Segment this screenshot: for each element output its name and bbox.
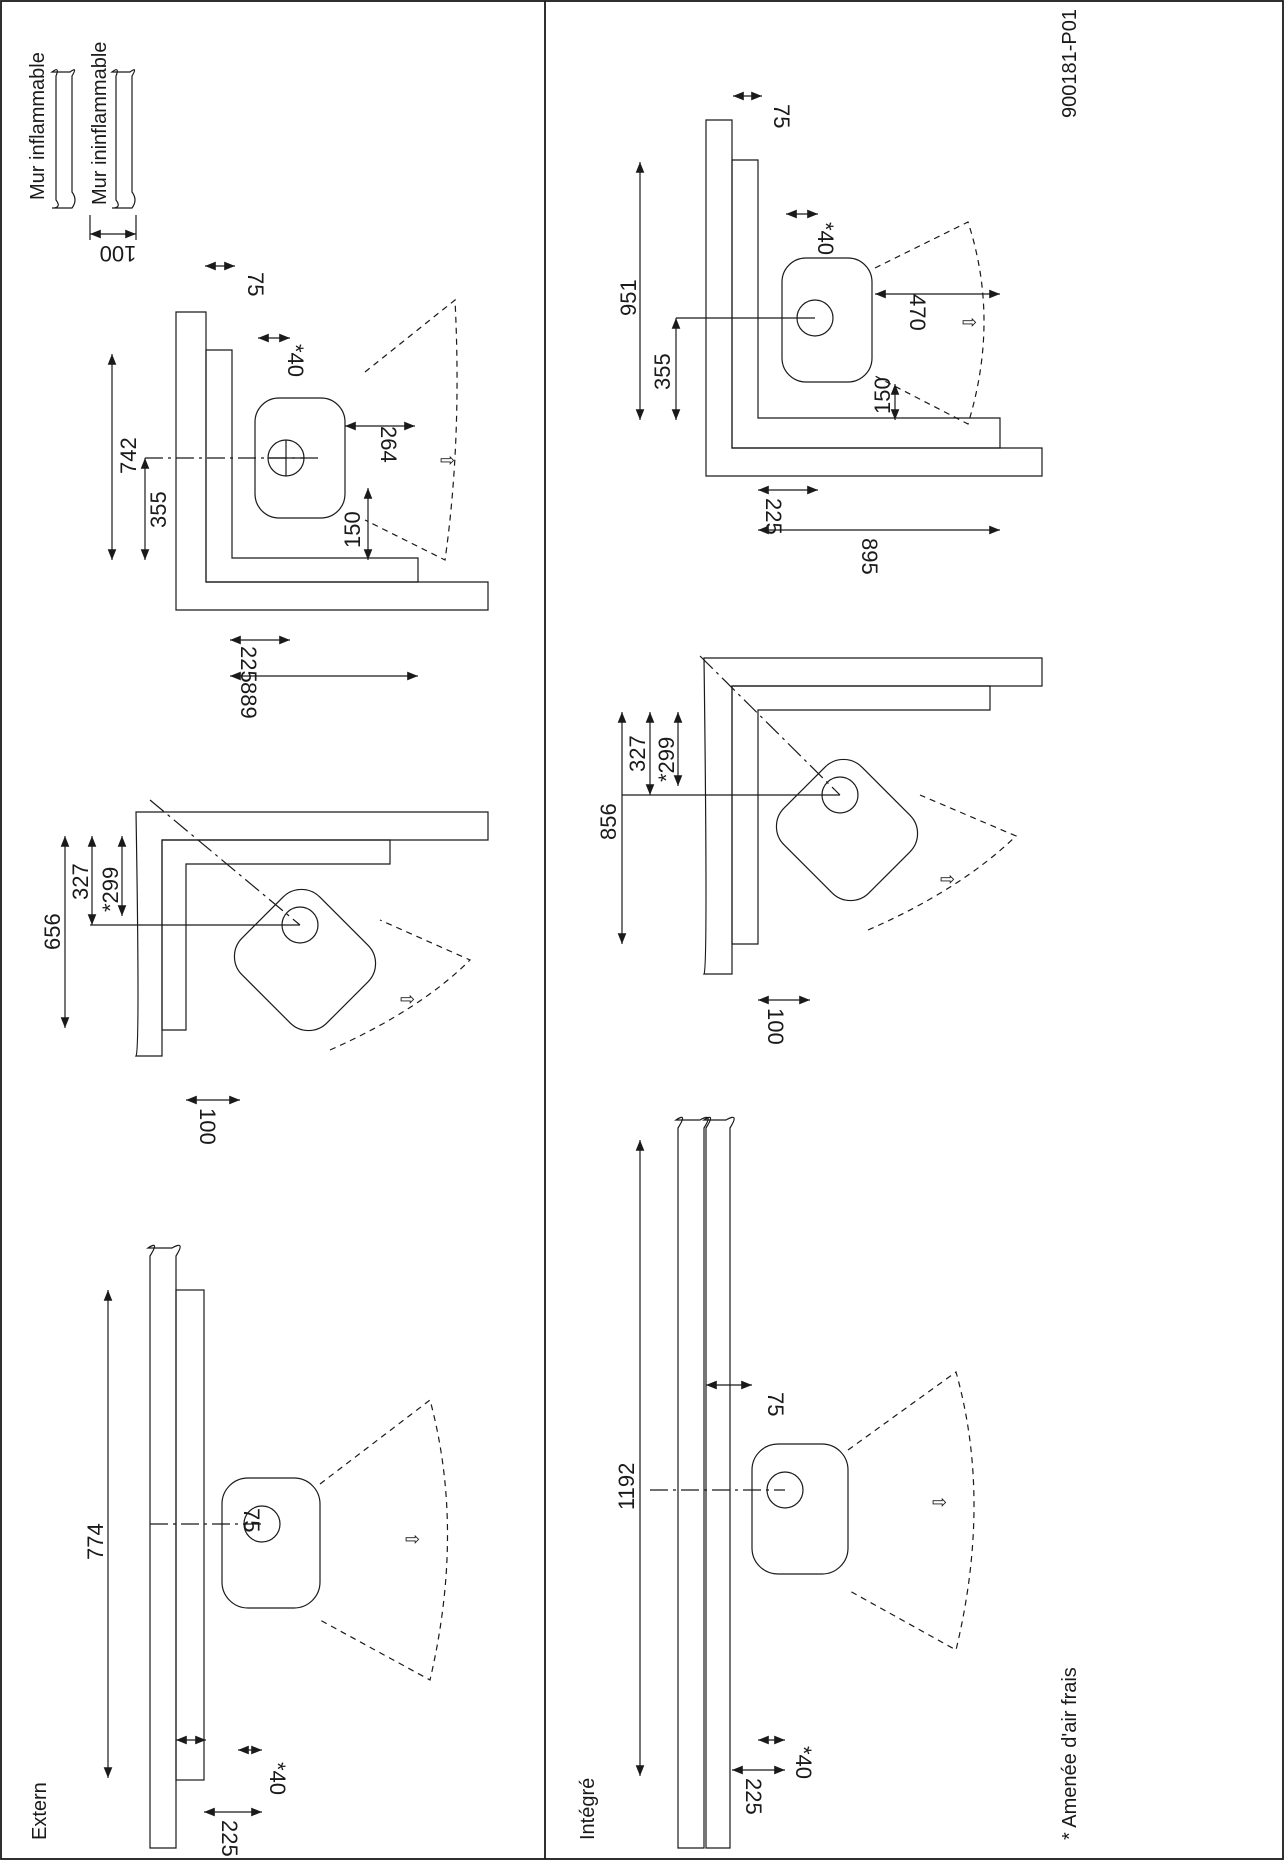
integre-corner-dim-355: 355 <box>650 353 675 390</box>
integre-diagonal-dim-299: *299 <box>654 737 679 782</box>
extern-diagonal-dim-656: 656 <box>40 913 65 950</box>
integre-diagonal-flammable-wall <box>702 657 1043 975</box>
extern-wall-dim-774: 774 <box>83 1523 108 1560</box>
integre-wall-flammable-wall <box>674 1116 709 1849</box>
extern-diagonal-dim-327: 327 <box>68 863 93 900</box>
integre-wall-radiation-zone <box>847 1371 975 1651</box>
extern-wall-flammable-wall <box>146 1244 181 1849</box>
integre-wall-radiation-arrow-icon: ⇨ <box>932 1492 947 1512</box>
extern-corner-layout: ⇨ 742 355 264 150 225 889 75 *40 <box>107 261 489 719</box>
legend-nonflammable-wall-swatch <box>110 69 136 209</box>
footnote-fresh-air: * Amenée d'air frais <box>1059 1667 1081 1840</box>
integre-corner-dim-470: 470 <box>905 294 930 331</box>
extern-wall-dim-75: 75 <box>239 1508 264 1532</box>
extern-corner-dim-889: 889 <box>236 682 261 719</box>
integre-wall-dim-75: 75 <box>763 1392 788 1416</box>
integre-diagonal-stove-body <box>775 758 919 902</box>
integre-corner-dim-895: 895 <box>857 538 882 575</box>
extern-corner-dim-264: 264 <box>376 426 401 463</box>
integre-corner-layout: ⇨ 951 355 470 150 225 895 75 *40 <box>616 91 1043 575</box>
extern-corner-radiation-arrow-icon: ⇨ <box>440 450 455 470</box>
integre-corner-radiation-arrow-icon: ⇨ <box>962 312 977 332</box>
extern-wall-layout: ⇨ 774 75 *40 225 <box>83 1244 449 1857</box>
integre-diagonal-dim-100: 100 <box>763 1008 788 1045</box>
extern-wall-stove-body <box>221 1477 321 1609</box>
integre-wall-dim-225: 225 <box>741 1778 766 1815</box>
legend: 100 <box>50 69 137 266</box>
extern-corner-dim-225: 225 <box>236 646 261 683</box>
integre-corner-dim-40: *40 <box>813 222 838 255</box>
extern-diagonal-nonflammable-wall <box>161 839 391 1031</box>
legend-nonflammable-label: Mur ininflammable <box>89 42 111 205</box>
extern-diagonal-radiation-zone <box>329 919 472 1051</box>
extern-corner-radiation-zone <box>364 298 458 561</box>
extern-corner-dim-75: 75 <box>243 272 268 296</box>
integre-wall-nonflammable-wall <box>702 1116 735 1849</box>
integre-diagonal-radiation-arrow-icon: ⇨ <box>940 869 955 889</box>
extern-wall-dim-40: *40 <box>265 1762 290 1795</box>
legend-gap-label: 100 <box>100 241 137 266</box>
extern-corner-dim-40: *40 <box>283 344 308 377</box>
extern-diagonal-dim-299: *299 <box>98 867 123 912</box>
extern-diagonal-radiation-arrow-icon: ⇨ <box>400 989 415 1009</box>
extern-wall-radiation-arrow-icon: ⇨ <box>405 1529 420 1549</box>
drawing-number: 900181-P01 <box>1059 9 1081 118</box>
integre-corner-dim-225: 225 <box>761 498 786 535</box>
integre-diagonal-dim-327: 327 <box>625 735 650 772</box>
integre-corner-dim-75: 75 <box>769 104 794 128</box>
integre-corner-dim-951: 951 <box>616 279 641 316</box>
extern-diagonal-stove-body <box>233 888 377 1032</box>
integre-corner-nonflammable-wall <box>731 159 1001 449</box>
integre-corner-flammable-wall <box>705 119 1043 477</box>
extern-wall-nonflammable-wall <box>175 1289 205 1781</box>
extern-corner-dim-742: 742 <box>116 437 141 474</box>
integre-corner-dim-150: 150 <box>870 377 895 414</box>
extern-corner-nonflammable-wall <box>205 349 419 583</box>
integre-wall-dim-40: *40 <box>791 1746 816 1779</box>
integre-wall-dim-1192: 1192 <box>614 1463 639 1510</box>
extern-diagonal-layout: ⇨ 656 327 *299 100 <box>40 799 489 1145</box>
extern-corner-dim-150: 150 <box>340 511 365 548</box>
extern-diagonal-dim-100: 100 <box>195 1108 220 1145</box>
integre-wall-stove-body <box>751 1443 849 1575</box>
section-title-extern: Extern <box>29 1782 51 1840</box>
extern-diagonal-flammable-wall <box>134 811 489 1057</box>
integre-diagonal-dim-856: 856 <box>596 803 621 840</box>
integre-diagonal-layout: ⇨ 856 327 *299 100 <box>596 655 1043 1045</box>
integre-wall-layout: ⇨ 1192 75 *40 225 <box>614 1116 975 1849</box>
section-title-integre: Intégré <box>577 1778 599 1840</box>
legend-flammable-label: Mur inflammable <box>27 52 49 200</box>
extern-wall-dim-225: 225 <box>217 1820 242 1857</box>
integre-diagonal-radiation-zone <box>867 794 1018 931</box>
extern-wall-radiation-zone <box>319 1398 449 1681</box>
legend-flammable-wall-swatch <box>50 69 76 209</box>
extern-corner-flammable-wall <box>175 311 489 611</box>
integre-corner-stove-body <box>781 257 873 383</box>
extern-corner-dim-355: 355 <box>146 491 171 528</box>
integre-diagonal-nonflammable-wall <box>731 685 991 945</box>
